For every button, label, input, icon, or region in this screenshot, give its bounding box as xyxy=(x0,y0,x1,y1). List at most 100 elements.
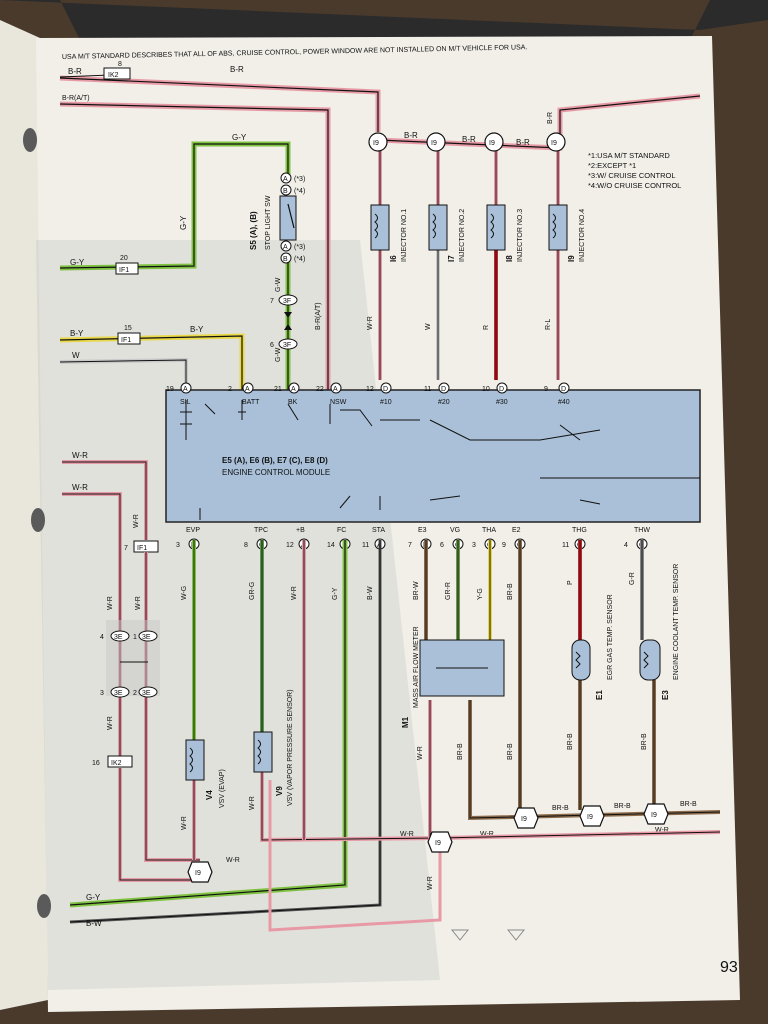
connector-if1-label: IF1 xyxy=(137,545,147,552)
wire-label: W-R xyxy=(133,514,140,528)
svg-text:3E: 3E xyxy=(114,634,123,641)
wire-label: BR-B xyxy=(552,805,569,812)
svg-text:I9: I9 xyxy=(195,870,201,877)
svg-text:BATT: BATT xyxy=(242,399,260,406)
svg-text:THG: THG xyxy=(572,527,587,534)
wire-label: W xyxy=(72,351,80,360)
svg-text:3E: 3E xyxy=(114,690,123,697)
injector-name: INJECTOR NO.2 xyxy=(459,209,466,262)
wire-label: B-Y xyxy=(190,325,204,334)
wire-label: G-R xyxy=(629,572,636,585)
svg-text:A: A xyxy=(283,244,288,251)
svg-text:8: 8 xyxy=(244,542,248,549)
connector-ik2b xyxy=(107,755,133,768)
stop-light-name: STOP LIGHT SW xyxy=(265,195,272,250)
wire-label: B-W xyxy=(367,586,374,600)
wire-label: G-W xyxy=(275,277,282,292)
wire-label: P xyxy=(567,580,574,585)
egr-gas-temp-sensor: E1 EGR GAS TEMP. SENSOR xyxy=(571,594,614,700)
book-shadow xyxy=(0,0,768,40)
junction-i9: I9 xyxy=(427,831,453,853)
wire-label: B-R(A/T) xyxy=(62,95,90,102)
vsv-vapor-pressure: V9 VSV (VAPOR PRESSURE SENSOR) xyxy=(253,689,294,806)
connector-ik2-label: IK2 xyxy=(108,72,119,79)
svg-text:A: A xyxy=(333,386,338,393)
injector-name: INJECTOR NO.4 xyxy=(579,209,586,262)
legend-item: *1:USA M/T STANDARD xyxy=(588,151,670,160)
svg-text:D: D xyxy=(441,386,446,393)
note-cruise: (*3) xyxy=(294,244,305,251)
wire-label: W-R xyxy=(655,827,669,834)
svg-text:10: 10 xyxy=(482,386,490,393)
ecm-top-pin: D11#20 xyxy=(424,382,450,406)
connector-3f xyxy=(278,294,298,306)
sensor-code: E3 xyxy=(661,690,670,700)
svg-text:I9: I9 xyxy=(551,140,557,147)
injector-code: I9 xyxy=(567,255,576,262)
wire-label: G-Y xyxy=(86,893,101,902)
wire-label: G-Y xyxy=(179,215,188,230)
junction-i9: I9 xyxy=(643,803,669,825)
wire-label: GR-G xyxy=(249,582,256,600)
connector-label: 3F xyxy=(283,298,291,305)
legend-item: *3:W/ CRUISE CONTROL xyxy=(588,171,676,180)
svg-text:11: 11 xyxy=(424,386,431,393)
svg-text:THA: THA xyxy=(482,527,496,534)
wire-label: W-R xyxy=(107,596,114,610)
legend: *1:USA M/T STANDARD *2:EXCEPT *1 *3:W/ C… xyxy=(588,151,681,190)
ecm-name: ENGINE CONTROL MODULE xyxy=(222,468,330,477)
svg-text:7: 7 xyxy=(408,542,412,549)
wire-br-top-core xyxy=(59,77,379,132)
connector-3f xyxy=(278,338,298,350)
wire-label: W-G xyxy=(181,586,188,600)
left-page xyxy=(0,20,48,1010)
junction-i9: I9 xyxy=(579,805,605,827)
ecm-circuit xyxy=(380,419,601,441)
wire-label: W-R xyxy=(226,857,240,864)
connector-pin: 7 xyxy=(270,298,274,305)
mass-air-flow-meter: M1 MASS AIR FLOW METER xyxy=(401,626,505,728)
junction-i9: I9 xyxy=(546,132,566,152)
svg-text:FC: FC xyxy=(337,527,346,534)
injector-name: INJECTOR NO.3 xyxy=(517,209,524,262)
connector-if1-label: IF1 xyxy=(119,267,129,274)
svg-text:1: 1 xyxy=(133,634,137,641)
note-cruise: (*3) xyxy=(294,176,305,183)
wire-label: W-R xyxy=(72,451,88,460)
svg-text:B: B xyxy=(283,256,288,263)
ecm-top-pin: D9#40 xyxy=(544,382,570,406)
sensor-code: M1 xyxy=(401,716,410,728)
wire-label: W-R xyxy=(72,483,88,492)
connector-ik2-label: IK2 xyxy=(111,760,122,767)
junction-i9: I9 xyxy=(426,132,446,152)
wire-label: BR-B xyxy=(457,743,464,760)
svg-text:11: 11 xyxy=(362,542,369,549)
svg-text:NSW: NSW xyxy=(330,399,347,406)
svg-text:I9: I9 xyxy=(373,140,379,147)
sensor-name: VSV (EVAP) xyxy=(219,769,226,808)
connector-pin: 20 xyxy=(120,255,128,262)
wire-label: W-R xyxy=(135,596,142,610)
svg-text:A: A xyxy=(245,386,250,393)
wire-label: G-Y xyxy=(70,258,85,267)
connector-if1 xyxy=(115,262,139,275)
wire-label: B-R xyxy=(462,135,476,144)
injector-code: I8 xyxy=(505,255,514,262)
wire-label: B-W xyxy=(86,919,102,928)
svg-text:19: 19 xyxy=(166,386,174,393)
svg-text:I9: I9 xyxy=(587,814,593,821)
connector-pin: 15 xyxy=(124,325,132,332)
ecm-top-pin: D10#30 xyxy=(482,382,508,406)
svg-text:+B: +B xyxy=(296,527,305,534)
svg-text:3: 3 xyxy=(176,542,180,549)
svg-text:I9: I9 xyxy=(431,140,437,147)
wire-label: R xyxy=(483,325,490,330)
wire-label: W-R xyxy=(400,831,414,838)
wire-label: W-R xyxy=(367,316,374,330)
